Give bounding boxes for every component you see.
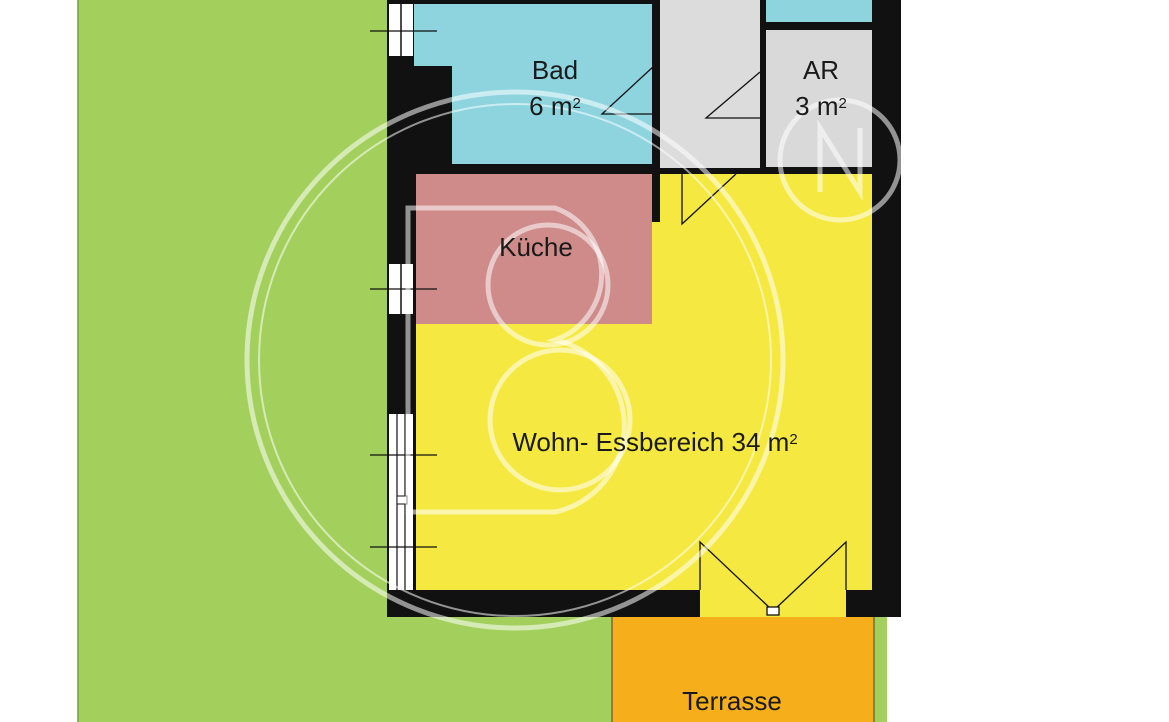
room-label-kueche: Küche xyxy=(466,229,606,265)
room-kueche xyxy=(416,174,652,324)
door-living xyxy=(681,173,737,226)
room-name: Bad xyxy=(531,55,579,85)
room-name: AR xyxy=(802,55,840,85)
room-label-terrasse: Terrasse xyxy=(652,683,812,719)
room-label-bad: Bad 6 m2 xyxy=(500,52,610,124)
door-terrace xyxy=(699,540,847,616)
garden-strip-right xyxy=(874,615,887,722)
room-name: Wohn- Essbereich xyxy=(512,427,725,457)
room-name: Terrasse xyxy=(682,686,782,716)
room-name: Küche xyxy=(499,232,573,262)
garden-area xyxy=(78,0,390,722)
room-terrasse xyxy=(612,617,874,722)
room-label-wohn-essbereich: Wohn- Essbereich 34 m2 xyxy=(440,424,870,460)
window-left-top xyxy=(370,4,437,56)
door-ar xyxy=(704,71,761,119)
room-area: 34 m2 xyxy=(731,427,798,457)
room-bad xyxy=(414,4,652,164)
room-area: 6 m2 xyxy=(529,91,581,121)
room-area: 3 m2 xyxy=(795,91,847,121)
watermark-logo xyxy=(244,89,903,631)
room-top-right xyxy=(766,0,872,22)
hallway xyxy=(660,0,760,168)
room-label-ar: AR 3 m2 xyxy=(766,52,876,124)
door-bad xyxy=(600,65,655,115)
garden-strip-bottom xyxy=(390,615,612,722)
